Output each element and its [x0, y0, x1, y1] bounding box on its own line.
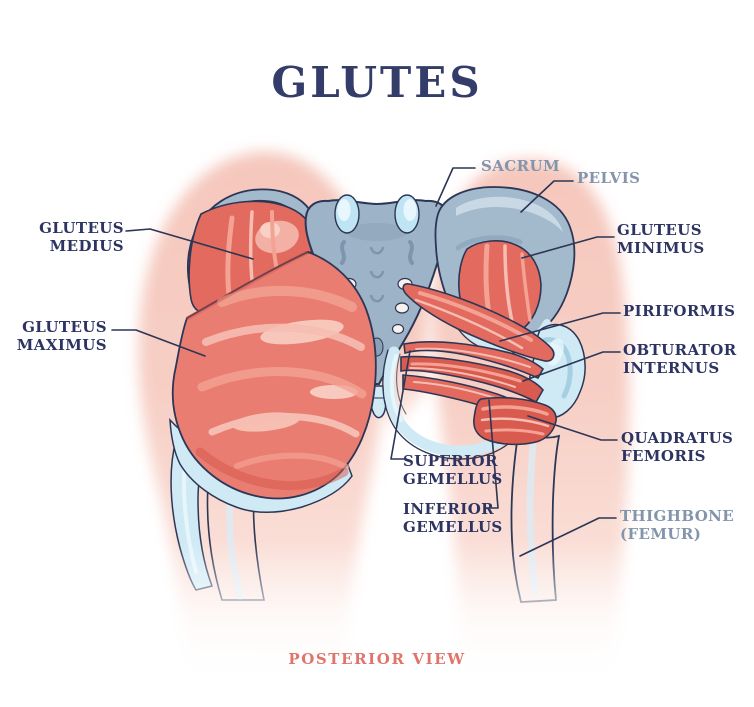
gluteus-maximus-muscle [171, 251, 377, 500]
label-gluteus-maximus: GLUTEUS MAXIMUS [17, 318, 107, 354]
label-sacrum: SACRUM [481, 157, 560, 175]
label-pelvis: PELVIS [577, 169, 640, 187]
label-text: MAXIMUS [16, 336, 107, 354]
label-obturator-internus: OBTURATOR INTERNUS [623, 341, 737, 377]
leader-lines [111, 167, 621, 557]
leader-pelvis [520, 180, 574, 213]
quadratus-femoris-muscle [473, 396, 557, 446]
label-text: GEMELLUS [403, 518, 503, 536]
leader-superior-gemellus [390, 350, 411, 460]
view-caption: POSTERIOR VIEW [288, 650, 466, 668]
leader-gluteus-medius [125, 228, 254, 260]
label-piriformis: PIRIFORMIS [623, 302, 735, 320]
leader-thighbone [519, 517, 617, 557]
leader-quadratus-femoris [527, 415, 618, 441]
obturator-internus-muscle [400, 355, 544, 404]
label-quadratus-femoris: QUADRATUS FEMORIS [621, 429, 733, 465]
label-text: INFERIOR [403, 500, 495, 518]
label-superior-gemellus: SUPERIOR GEMELLUS [403, 452, 503, 488]
leader-piriformis [499, 312, 621, 342]
label-text: THIGHBONE [620, 507, 735, 525]
label-text: QUADRATUS [621, 429, 734, 447]
label-thighbone-femur: THIGHBONE (FEMUR) [620, 507, 734, 543]
bottom-fade [0, 540, 754, 707]
label-text: (FEMUR) [620, 525, 702, 543]
label-text: GLUTEUS [22, 318, 107, 336]
piriformis-muscle [402, 283, 555, 362]
label-text: FEMORIS [621, 447, 706, 465]
leader-inferior-gemellus [485, 399, 499, 509]
leader-sacrum [435, 167, 476, 207]
leader-gluteus-minimus [521, 236, 615, 259]
label-text: PIRIFORMIS [623, 302, 736, 320]
label-text: GEMELLUS [403, 470, 503, 488]
label-gluteus-minimus: GLUTEUS MINIMUS [617, 221, 705, 257]
leader-obturator-internus [522, 351, 621, 382]
ischium-cartilage [382, 346, 517, 460]
label-text: SUPERIOR [403, 452, 498, 470]
label-text: INTERNUS [623, 359, 720, 377]
page-title: GLUTES [271, 58, 483, 107]
label-text: GLUTEUS [39, 219, 124, 237]
leader-gluteus-maximus [111, 329, 206, 357]
label-text: GLUTEUS [617, 221, 702, 239]
label-text: SACRUM [481, 157, 560, 175]
label-text: MINIMUS [617, 239, 705, 257]
label-gluteus-medius: GLUTEUS MEDIUS [39, 219, 124, 255]
label-text: OBTURATOR [623, 341, 737, 359]
label-inferior-gemellus: INFERIOR GEMELLUS [403, 500, 503, 536]
superior-gemellus-muscle [403, 341, 545, 380]
label-text: MEDIUS [49, 237, 124, 255]
label-text: PELVIS [577, 169, 641, 187]
